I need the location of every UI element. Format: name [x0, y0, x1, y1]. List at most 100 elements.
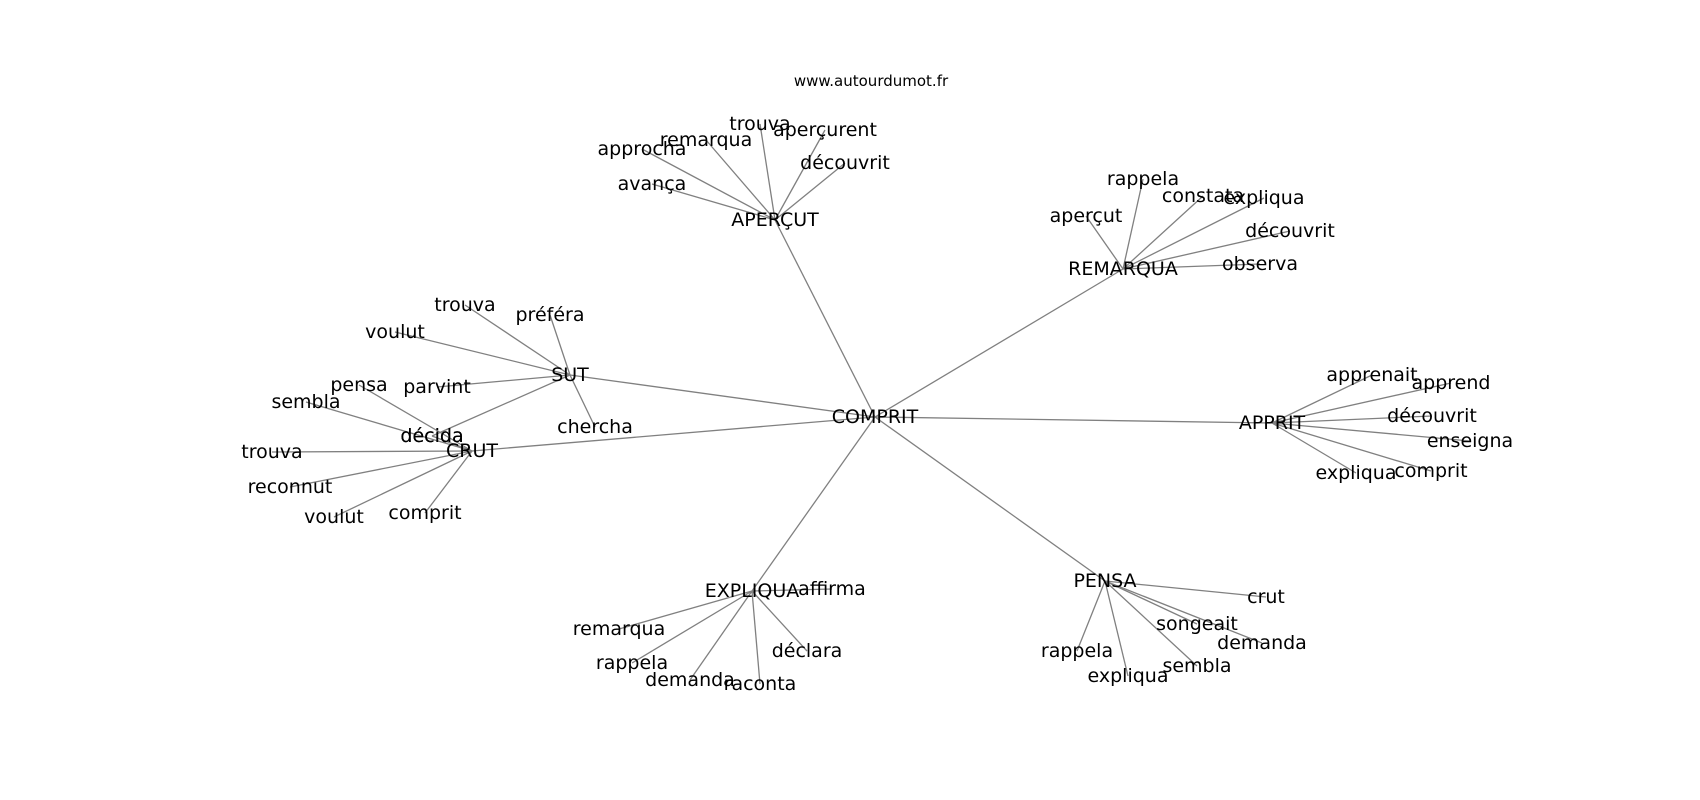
- edge-2-1: [549, 314, 571, 376]
- edge-2-4: [569, 374, 596, 428]
- child-node-label: reconnut: [248, 476, 333, 498]
- edge-4-1: [1271, 382, 1452, 424]
- edge-4-2: [1271, 415, 1433, 424]
- center-node-label: COMPRIT: [832, 406, 919, 428]
- edge-6-2: [1104, 580, 1263, 644]
- child-node-label: trouva: [729, 113, 790, 135]
- child-node-label: découvrit: [800, 152, 890, 174]
- child-node-label: voulut: [365, 321, 425, 343]
- child-node-label: constata: [1162, 185, 1244, 207]
- edge-5-5: [751, 590, 761, 685]
- edge-5-3: [751, 590, 808, 652]
- child-node-label: apprend: [1412, 372, 1491, 394]
- edge-3-2: [431, 435, 473, 452]
- edge-center-to-6: [874, 416, 1106, 582]
- child-node-label: crut: [1247, 586, 1285, 608]
- edge-4-4: [1271, 422, 1357, 474]
- edge-center-to-3: [471, 416, 876, 452]
- edge-0-5: [651, 183, 776, 221]
- hub-node-label: CRUT: [446, 440, 498, 462]
- edge-1-1: [1122, 195, 1204, 270]
- edge-6-1: [1104, 580, 1198, 625]
- edge-3-1: [305, 401, 473, 452]
- child-node-label: trouva: [434, 294, 495, 316]
- edge-3-6: [424, 450, 473, 514]
- child-node-label: expliqua: [1088, 665, 1169, 687]
- child-node-label: comprit: [1394, 460, 1467, 482]
- hub-node-label: APERÇUT: [731, 209, 819, 231]
- child-node-label: découvrit: [1387, 405, 1477, 427]
- edge-center-to-0: [774, 219, 876, 418]
- edge-center-to-1: [874, 268, 1124, 418]
- edge-3-4: [289, 450, 473, 488]
- edge-3-0: [358, 384, 473, 452]
- edge-2-5: [431, 374, 571, 437]
- child-node-label: chercha: [557, 416, 633, 438]
- child-node-label: décida: [400, 425, 463, 447]
- child-node-label: sembla: [1162, 655, 1231, 677]
- edge-6-4: [1104, 580, 1198, 667]
- edge-4-5: [1271, 422, 1432, 472]
- edge-5-0: [751, 588, 833, 592]
- edge-2-2: [394, 331, 571, 376]
- child-node-label: rappela: [1107, 168, 1179, 190]
- child-node-label: trouva: [241, 441, 302, 463]
- edge-3-5: [333, 450, 473, 518]
- hub-node-label: REMARQUA: [1068, 258, 1178, 280]
- child-node-label: apprenait: [1326, 364, 1417, 386]
- edge-1-5: [1122, 263, 1261, 270]
- child-node-label: expliqua: [1316, 462, 1397, 484]
- edge-0-3: [641, 148, 776, 221]
- child-node-label: décida: [400, 425, 463, 447]
- edge-5-4: [689, 590, 753, 681]
- edge-center-to-5: [751, 416, 876, 592]
- child-node-label: enseigna: [1427, 430, 1513, 452]
- child-node-label: préféra: [516, 304, 585, 326]
- edge-5-1: [618, 590, 753, 630]
- child-node-label: remarqua: [660, 129, 752, 151]
- child-node-label: affirma: [798, 578, 866, 600]
- edge-center-to-4: [874, 416, 1273, 424]
- child-node-label: découvrit: [1245, 220, 1335, 242]
- edge-0-0: [759, 123, 776, 221]
- child-node-label: rappela: [1041, 640, 1113, 662]
- child-node-label: expliqua: [1224, 187, 1305, 209]
- child-node-label: rappela: [596, 652, 668, 674]
- child-node-label: avança: [618, 173, 687, 195]
- edge-5-2: [631, 590, 753, 664]
- hub-node-label: SUT: [551, 364, 589, 386]
- child-node-label: songeait: [1156, 613, 1238, 635]
- edge-1-2: [1122, 197, 1265, 270]
- child-node-label: parvint: [403, 376, 471, 398]
- edge-2-0: [464, 304, 571, 376]
- edge-0-2: [774, 129, 826, 221]
- child-node-label: remarqua: [573, 618, 665, 640]
- edge-6-3: [1076, 580, 1106, 652]
- edge-3-3: [271, 450, 473, 453]
- child-node-label: approcha: [598, 138, 687, 160]
- child-node-label: demanda: [645, 669, 735, 691]
- edge-1-0: [1122, 178, 1144, 270]
- edge-0-4: [774, 162, 846, 221]
- edge-4-3: [1271, 422, 1471, 442]
- edge-center-to-2: [569, 374, 876, 418]
- edge-1-3: [1085, 215, 1124, 270]
- watermark-text: www.autourdumot.fr: [793, 72, 949, 90]
- child-node-label: observa: [1222, 253, 1298, 275]
- hub-node-label: APPRIT: [1239, 412, 1306, 434]
- edge-6-5: [1104, 580, 1129, 677]
- child-node-label: demanda: [1217, 632, 1307, 654]
- edge-6-0: [1104, 580, 1267, 598]
- edge-1-4: [1122, 230, 1291, 270]
- hub-node-label: EXPLIQUA: [705, 580, 800, 602]
- graph-edges: [271, 123, 1471, 685]
- hub-node-label: PENSA: [1073, 570, 1136, 592]
- edge-2-3: [436, 374, 571, 388]
- child-node-label: pensa: [330, 374, 387, 396]
- edge-4-0: [1271, 374, 1373, 424]
- child-node-label: voulut: [304, 506, 364, 528]
- child-node-label: raconta: [724, 673, 797, 695]
- child-node-label: comprit: [388, 502, 461, 524]
